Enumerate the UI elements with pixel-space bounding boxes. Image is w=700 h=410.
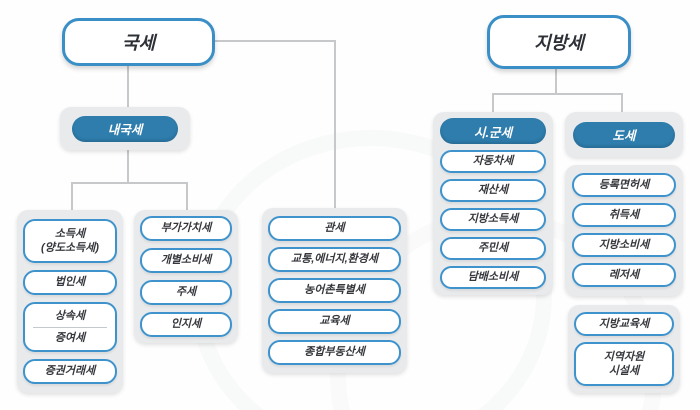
- indirect-tax-panel: 부가가치세 개별소비세 주세 인지세: [134, 210, 238, 343]
- split-divider: [33, 326, 107, 328]
- connector-internal-branch-horizontal: [71, 182, 188, 184]
- tax-item: 지역자원 시설세: [574, 342, 674, 386]
- tax-item: 부가가치세: [140, 216, 232, 241]
- province-extra-items-panel: 지방교육세 지역자원 시설세: [568, 305, 680, 393]
- connector-local-down: [555, 63, 557, 94]
- tax-item: 인지세: [140, 312, 232, 337]
- tax-item: 소득세 (양도소득세): [23, 219, 117, 263]
- province-tax-header: 도세: [573, 121, 675, 148]
- tax-item: 교육세: [268, 309, 401, 334]
- tax-item: 개별소비세: [140, 248, 232, 273]
- connector-to-province-group: [621, 93, 623, 112]
- tax-item: 증권거래세: [23, 359, 117, 384]
- tax-item: 주세: [140, 280, 232, 305]
- connector-local-branch-horizontal: [492, 93, 623, 95]
- tax-item: 종합부동산세: [268, 340, 401, 365]
- national-tax-label: 국세: [121, 33, 156, 53]
- tax-item: 취득세: [572, 203, 676, 227]
- city-county-tax-panel: 시.군세 자동차세 재산세 지방소득세 주민세 담배소비세: [433, 112, 553, 295]
- connector-internal-down: [127, 150, 129, 183]
- connector-to-city-county-group: [492, 93, 494, 112]
- tax-item: 교통,에너지,환경세: [268, 247, 401, 272]
- direct-tax-panel: 소득세 (양도소득세) 법인세 상속세 증여세 증권거래세: [17, 210, 123, 393]
- tax-item: 담배소비세: [440, 266, 546, 289]
- tax-item-top: 상속세: [54, 310, 86, 323]
- local-tax-label: 지방세: [534, 33, 584, 53]
- tax-item-split: 상속세 증여세: [23, 302, 117, 352]
- tax-item: 지방교육세: [574, 312, 674, 336]
- tax-item: 재산세: [440, 179, 546, 202]
- tax-item: 지방소득세: [440, 208, 546, 231]
- tax-item: 관세: [268, 216, 401, 241]
- connector-national-to-internal: [127, 60, 129, 107]
- tax-item: 농어촌특별세: [268, 278, 401, 303]
- tax-item: 레저세: [572, 263, 676, 287]
- city-county-tax-header: 시.군세: [440, 118, 546, 144]
- customs-earmarked-panel: 관세 교통,에너지,환경세 농어촌특별세 교육세 종합부동산세: [262, 208, 407, 373]
- connector-to-direct-tax-group: [71, 182, 73, 210]
- province-tax-items-panel: 등록면허세 취득세 지방소비세 레저세: [565, 165, 683, 296]
- local-tax-root: 지방세: [487, 15, 631, 69]
- internal-tax-group: 내국세: [60, 107, 190, 150]
- internal-tax-header: 내국세: [72, 115, 178, 142]
- tax-item: 지방소비세: [572, 233, 676, 257]
- tax-item-bottom: 증여세: [54, 331, 86, 344]
- tax-item: 주민세: [440, 237, 546, 260]
- tax-item: 등록면허세: [572, 173, 676, 197]
- national-tax-root: 국세: [62, 18, 215, 66]
- tax-item: 자동차세: [440, 150, 546, 173]
- connector-national-to-customs-group: [334, 40, 336, 208]
- connector-national-right-horizontal: [209, 40, 335, 42]
- connector-to-indirect-tax-group: [186, 182, 188, 210]
- tax-item: 법인세: [23, 270, 117, 295]
- province-tax-header-panel: 도세: [565, 112, 683, 157]
